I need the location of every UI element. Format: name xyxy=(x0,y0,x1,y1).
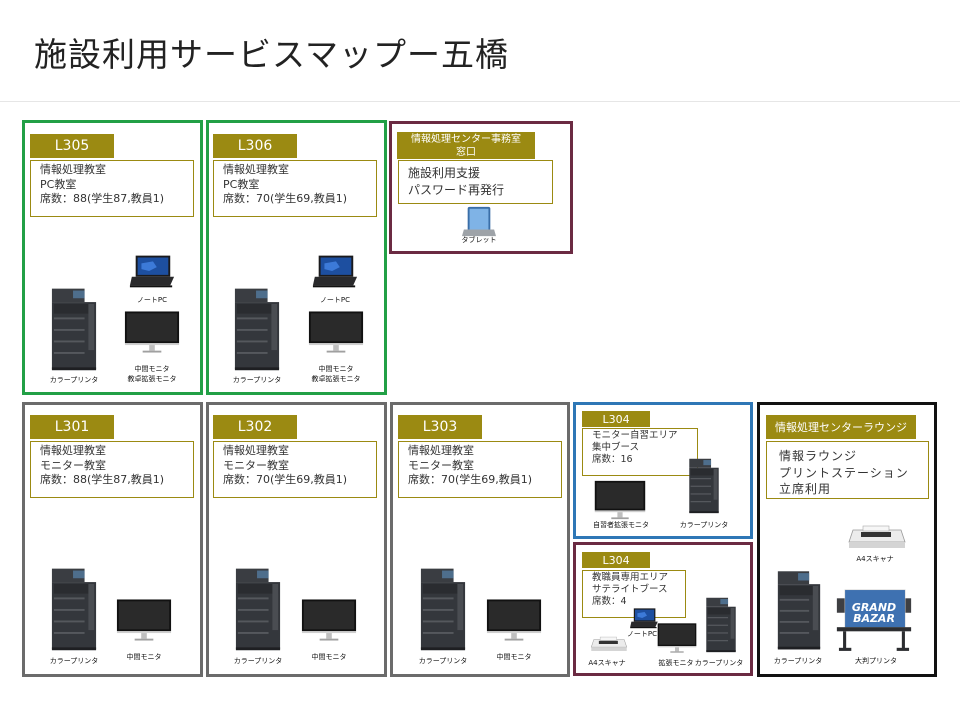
caption-color-printer: カラープリンタ xyxy=(233,657,283,665)
desc-line: 教職員専用エリア xyxy=(592,572,669,583)
caption-color-printer: カラープリンタ xyxy=(49,657,99,665)
room-tag-l302: L302 xyxy=(213,415,297,439)
poster-line: GRAND xyxy=(851,601,897,614)
laptop-icon xyxy=(629,606,659,630)
monitor-icon xyxy=(124,310,180,354)
caption-color-printer: カラープリンタ xyxy=(694,659,744,667)
scanner-icon xyxy=(846,522,908,552)
room-tag-l303: L303 xyxy=(398,415,482,439)
plotter-icon: GRAND BAZAR xyxy=(831,588,917,654)
printer-icon xyxy=(705,594,737,654)
monitor-icon xyxy=(657,622,697,654)
room-desc-office: 施設利用支援 パスワード再発行 xyxy=(398,160,553,204)
room-tag-office: 情報処理センター事務室 窓口 xyxy=(397,132,535,159)
room-desc-l306: 情報処理教室 PC教室 席数：70(学生69,教員1) xyxy=(213,160,377,217)
monitor-icon xyxy=(593,480,647,520)
caption-color-printer: カラープリンタ xyxy=(773,657,823,665)
page-title: 施設利用サービスマップー五橋 xyxy=(34,35,510,74)
printer-icon xyxy=(776,565,822,653)
room-tag-l304-study: L304 xyxy=(582,411,650,427)
tablet-icon xyxy=(460,205,498,239)
caption-self-monitor: 自習者拡張モニタ xyxy=(593,521,649,529)
caption-notebook-pc: ノートPC xyxy=(136,296,168,304)
desc-line: 情報ラウンジ xyxy=(779,449,858,463)
desc-line: 席数：4 xyxy=(592,596,627,607)
caption-color-printer: カラープリンタ xyxy=(418,657,468,665)
desc-line: 席数：88(学生87,教員1) xyxy=(40,192,165,205)
caption-tablet: タブレット xyxy=(461,236,497,244)
desc-line: PC教室 xyxy=(223,177,260,191)
laptop-icon xyxy=(311,253,359,289)
desc-line: 席数：70(学生69,教員1) xyxy=(223,473,348,486)
monitor-icon xyxy=(116,598,172,642)
desc-line: 情報処理教室 xyxy=(40,163,106,176)
monitor-icon xyxy=(486,598,542,642)
printer-icon xyxy=(233,284,281,372)
tag-line: 窓口 xyxy=(456,146,476,158)
room-desc-l305: 情報処理教室 PC教室 席数：88(学生87,教員1) xyxy=(30,160,194,217)
desc-line: 席数：88(学生87,教員1) xyxy=(40,473,165,486)
laptop-icon xyxy=(128,253,176,289)
caption-center-monitor: 中間モニタ xyxy=(134,365,170,373)
caption-color-printer: カラープリンタ xyxy=(679,521,729,529)
monitor-icon xyxy=(308,310,364,354)
poster-line: BAZAR xyxy=(853,612,895,625)
room-tag-l301: L301 xyxy=(30,415,114,439)
desc-line: 席数：70(学生69,教員1) xyxy=(408,473,533,486)
caption-center-monitor: 中間モニタ xyxy=(126,653,162,661)
caption-a4-scanner: A4スキャナ xyxy=(856,555,894,563)
room-tag-l306: L306 xyxy=(213,134,297,158)
scanner-icon xyxy=(590,634,628,654)
desc-line: モニター教室 xyxy=(408,458,474,472)
caption-center-monitor: 中間モニタ xyxy=(496,653,532,661)
desc-line: 情報処理教室 xyxy=(408,444,474,457)
desc-line: 席数：16 xyxy=(592,454,633,465)
desc-line: 席数：70(学生69,教員1) xyxy=(223,192,348,205)
desc-line: モニター教室 xyxy=(40,458,106,472)
desc-line: 立席利用 xyxy=(779,482,832,496)
caption-teacher-monitor: 教卓拡張モニタ xyxy=(311,375,361,383)
title-divider xyxy=(0,101,960,102)
caption-center-monitor: 中間モニタ xyxy=(311,653,347,661)
desc-line: モニター自習エリア xyxy=(592,430,678,441)
desc-line: 施設利用支援 xyxy=(408,166,481,180)
room-desc-lounge: 情報ラウンジ プリントステーション 立席利用 xyxy=(766,441,929,499)
tag-line: 情報処理センター事務室 xyxy=(411,133,521,145)
printer-icon xyxy=(50,564,98,652)
caption-teacher-monitor: 教卓拡張モニタ xyxy=(127,375,177,383)
caption-notebook-pc: ノートPC xyxy=(319,296,351,304)
desc-line: 集中ブース xyxy=(592,442,640,453)
desc-line: 情報処理教室 xyxy=(223,163,289,176)
desc-line: サテライトブース xyxy=(592,584,668,595)
caption-color-printer: カラープリンタ xyxy=(232,376,282,384)
printer-icon xyxy=(50,284,98,372)
caption-ext-monitor: 拡張モニタ xyxy=(658,659,694,667)
printer-icon xyxy=(234,564,282,652)
printer-icon xyxy=(688,455,720,515)
desc-line: パスワード再発行 xyxy=(408,183,505,197)
desc-line: PC教室 xyxy=(40,177,77,191)
room-desc-l301: 情報処理教室 モニター教室 席数：88(学生87,教員1) xyxy=(30,441,194,498)
room-desc-l304-study: モニター自習エリア 集中ブース 席数：16 xyxy=(582,428,698,476)
desc-line: 情報処理教室 xyxy=(40,444,106,457)
room-tag-l305: L305 xyxy=(30,134,114,158)
room-desc-l303: 情報処理教室 モニター教室 席数：70(学生69,教員1) xyxy=(398,441,562,498)
caption-color-printer: カラープリンタ xyxy=(49,376,99,384)
room-desc-l302: 情報処理教室 モニター教室 席数：70(学生69,教員1) xyxy=(213,441,377,498)
printer-icon xyxy=(419,564,467,652)
room-tag-l304-staff: L304 xyxy=(582,552,650,568)
caption-notebook-pc: ノートPC xyxy=(626,630,658,638)
room-tag-lounge: 情報処理センターラウンジ xyxy=(766,415,916,439)
desc-line: モニター教室 xyxy=(223,458,289,472)
desc-line: 情報処理教室 xyxy=(223,444,289,457)
caption-a4-scanner: A4スキャナ xyxy=(588,659,626,667)
caption-center-monitor: 中間モニタ xyxy=(318,365,354,373)
desc-line: プリントステーション xyxy=(779,465,909,480)
caption-large-printer: 大判プリンタ xyxy=(855,657,897,665)
monitor-icon xyxy=(301,598,357,642)
